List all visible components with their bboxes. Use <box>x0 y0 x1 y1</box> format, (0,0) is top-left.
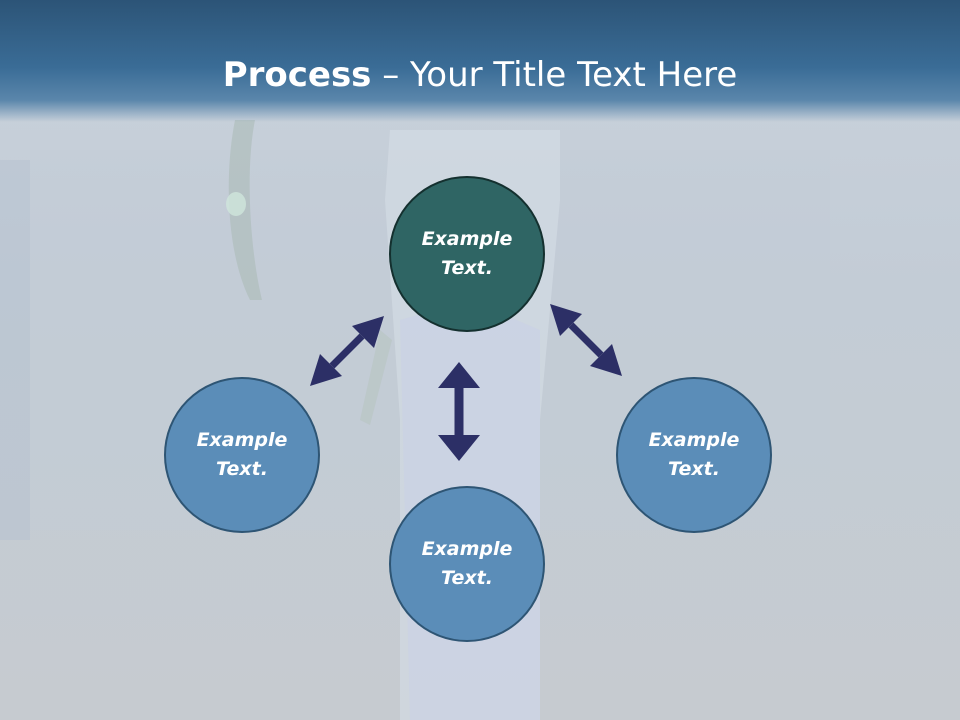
vertical-double-arrow <box>438 362 480 461</box>
title-rest: – Your Title Text Here <box>371 55 738 95</box>
node-top: Example Text. <box>389 176 545 332</box>
left-double-arrow <box>310 316 384 386</box>
right-double-arrow <box>550 304 622 376</box>
node-top-text: Example Text. <box>421 228 513 279</box>
node-left: Example Text. <box>164 377 320 533</box>
slide-title: Process – Your Title Text Here <box>0 52 960 98</box>
title-bold: Process <box>222 55 372 95</box>
node-left-text: Example Text. <box>196 429 288 480</box>
node-bottom: Example Text. <box>389 486 545 642</box>
node-right-text: Example Text. <box>648 429 740 480</box>
node-right: Example Text. <box>616 377 772 533</box>
title-bar <box>0 0 960 122</box>
node-bottom-text: Example Text. <box>421 538 513 589</box>
